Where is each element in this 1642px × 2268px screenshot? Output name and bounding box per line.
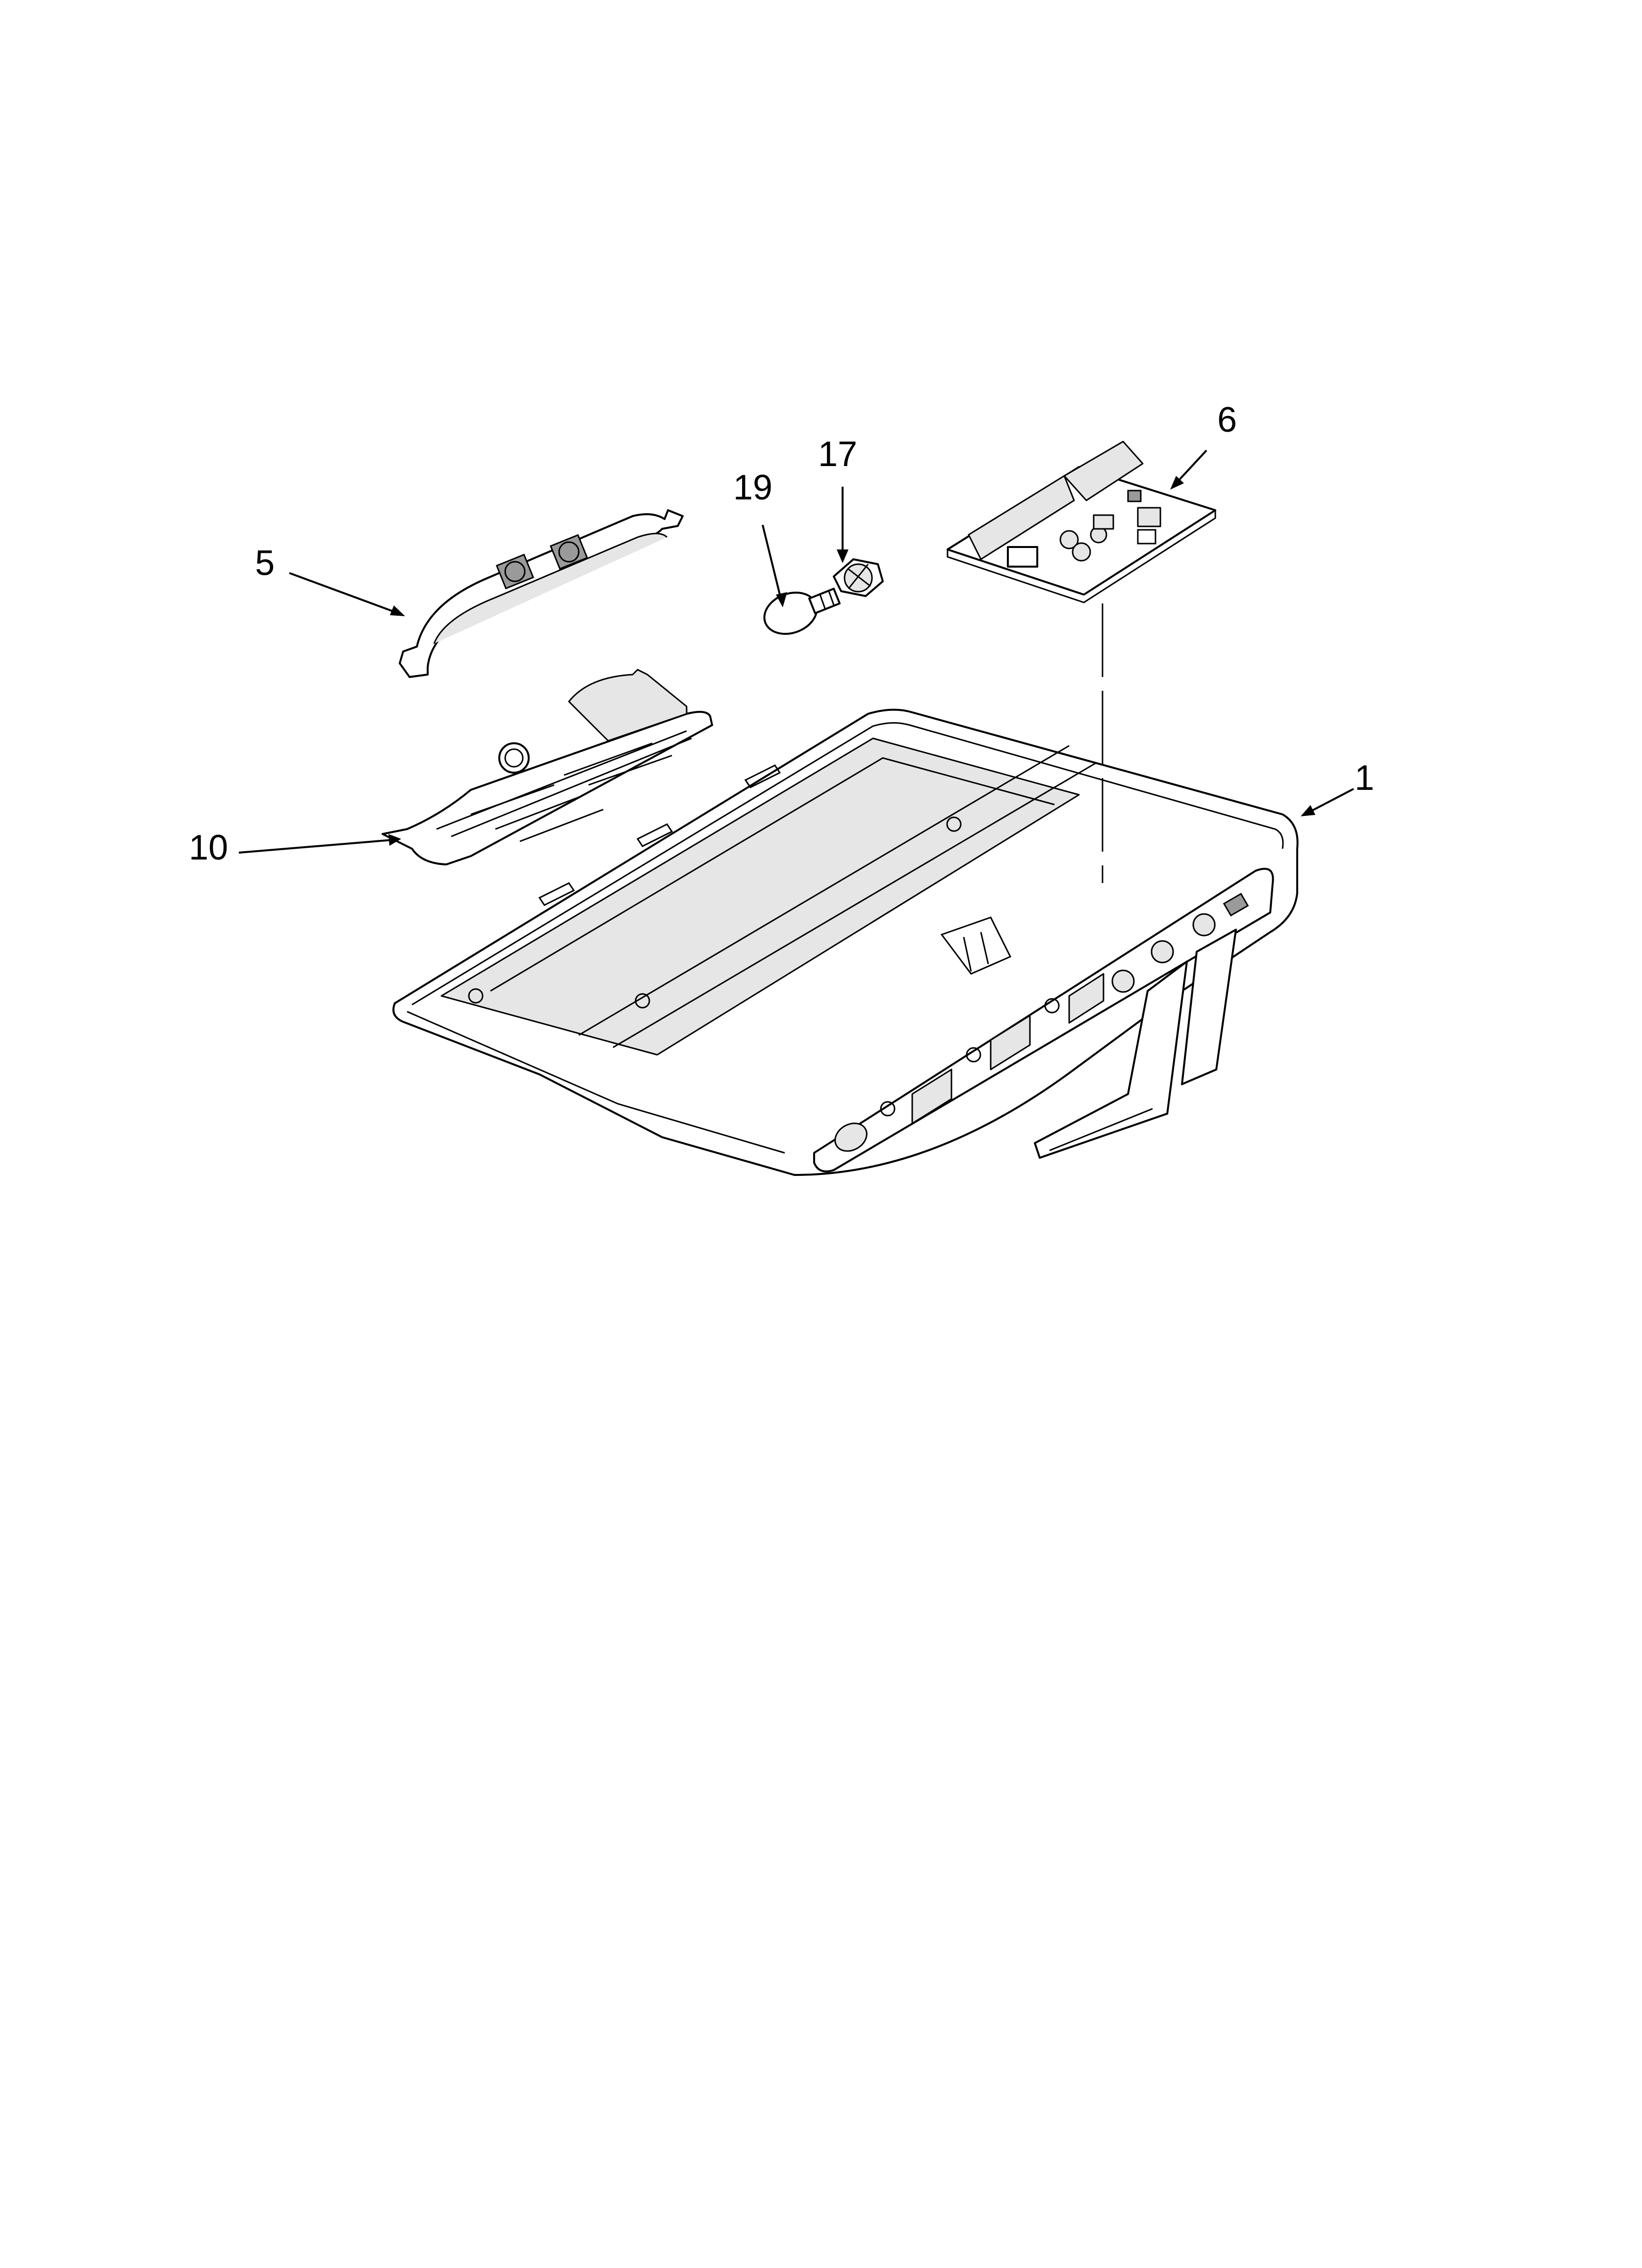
callout-17: 17 xyxy=(818,435,857,474)
callout-leaders xyxy=(238,449,1354,854)
part-1-console-frame[interactable] xyxy=(392,708,1299,1176)
part-5-light-housing[interactable] xyxy=(399,509,684,678)
part-17-socket[interactable] xyxy=(833,558,884,597)
callout-19: 19 xyxy=(733,468,772,507)
part-19-bulb[interactable] xyxy=(759,586,841,641)
callout-1: 1 xyxy=(1355,758,1374,798)
callout-5: 5 xyxy=(255,544,275,583)
callout-10: 10 xyxy=(189,828,228,867)
callout-6: 6 xyxy=(1217,400,1237,440)
part-6-control-board[interactable] xyxy=(947,441,1216,603)
part-10-lens-bracket[interactable] xyxy=(382,669,713,865)
